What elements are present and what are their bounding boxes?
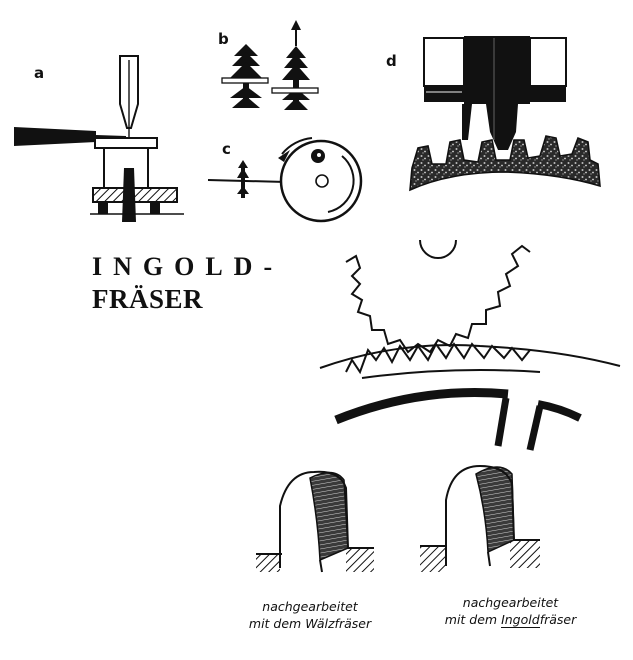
caption-ingold-prefix: mit dem bbox=[444, 612, 502, 627]
caption-hob: nachgearbeitet mit dem Wälzfräser bbox=[220, 598, 400, 632]
tooth-right-ground-left bbox=[420, 546, 446, 572]
tooth-left-flank bbox=[309, 471, 349, 562]
upper-gear-outline bbox=[345, 244, 531, 354]
panel-c-shaft bbox=[207, 179, 287, 183]
rack-lower-edge bbox=[361, 369, 541, 379]
tooth-hob-finished bbox=[256, 470, 374, 573]
panel-c-arrowhead-icon bbox=[278, 150, 290, 162]
panel-a-foot-right bbox=[150, 202, 160, 214]
panel-a-lower-needle bbox=[122, 168, 136, 222]
lower-arc-gap-right bbox=[526, 405, 544, 451]
panel-label-a: a bbox=[34, 64, 44, 82]
panel-d-gear-segment bbox=[409, 135, 601, 192]
tooth-right-ground-right bbox=[510, 540, 540, 568]
panel-b-plate-left bbox=[221, 77, 269, 84]
panel-c-rotation-arrow bbox=[281, 137, 313, 155]
tooth-right-outline bbox=[445, 464, 515, 567]
panel-a-foot-left bbox=[98, 202, 108, 214]
panel-label-d: d bbox=[386, 52, 397, 70]
title-line-2: FRÄSER bbox=[92, 284, 204, 314]
caption-hob-line-2: mit dem Wälzfräser bbox=[248, 616, 372, 631]
tooth-left-ground-left bbox=[256, 554, 280, 572]
caption-ingold-emphasis: Ingold bbox=[501, 612, 540, 628]
rack-teeth-outline bbox=[319, 342, 621, 375]
panel-c-pin-center bbox=[317, 153, 321, 157]
panel-d-block-left bbox=[423, 37, 465, 87]
panel-c: c bbox=[207, 137, 363, 223]
tooth-ingold-finished bbox=[420, 464, 540, 572]
panel-d-block-left-base bbox=[424, 86, 464, 102]
tooth-left-ground-right bbox=[346, 548, 374, 572]
panel-a: a bbox=[14, 55, 184, 222]
lower-arc-right bbox=[537, 400, 582, 422]
panel-b-up-arrow-icon bbox=[291, 20, 301, 46]
caption-ingold-line-1: nachgearbeitet bbox=[462, 595, 559, 610]
caption-ingold-suffix: fräser bbox=[539, 612, 577, 627]
panel-a-lever bbox=[14, 127, 96, 146]
panel-d-block-right bbox=[529, 37, 567, 87]
panel-a-blank-top bbox=[94, 137, 158, 149]
panel-label-c: c bbox=[222, 140, 231, 158]
central-gear-illustration bbox=[319, 239, 621, 451]
panel-c-center-hole bbox=[315, 174, 329, 188]
panel-c-inner-arc bbox=[327, 155, 355, 213]
tooth-right-flank bbox=[475, 466, 515, 554]
panel-b-cutter-left bbox=[230, 44, 262, 108]
panel-b: b bbox=[218, 20, 319, 110]
panel-label-b: b bbox=[218, 30, 229, 48]
caption-ingold-line-2: mit dem Ingoldfräser bbox=[408, 611, 613, 628]
panel-a-lever-tip bbox=[95, 135, 127, 138]
caption-ingold: nachgearbeitet mit dem Ingoldfräser bbox=[408, 594, 613, 628]
tooth-left-outline bbox=[279, 470, 349, 573]
panel-b-plate-right bbox=[271, 87, 319, 94]
caption-hob-line-1: nachgearbeitet bbox=[262, 599, 358, 614]
panel-c-small-cutter bbox=[237, 160, 249, 198]
panel-d: d bbox=[386, 36, 601, 192]
upper-gear-hub-arc bbox=[419, 239, 457, 259]
lower-arc-left bbox=[334, 388, 509, 425]
panel-d-block-right-base bbox=[530, 86, 566, 102]
panel-b-cutter-right bbox=[282, 46, 310, 110]
title-line-1: INGOLD- bbox=[92, 252, 284, 281]
lower-arc-gap-left bbox=[494, 397, 510, 447]
panel-d-cutter bbox=[462, 36, 530, 150]
